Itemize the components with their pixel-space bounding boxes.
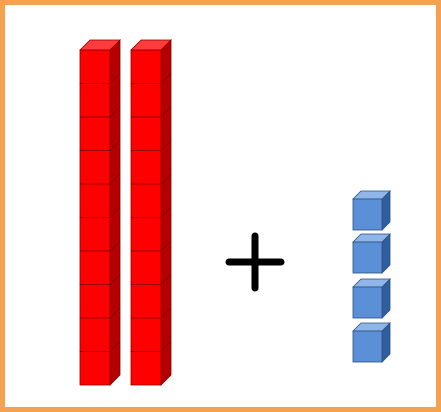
ten-rod-unit [80,84,110,118]
plus-icon [229,236,281,288]
ten-rod-unit [131,84,161,118]
ten-rod-unit [80,151,110,185]
ten-rod-unit [131,352,161,386]
ten-rod [131,40,171,385]
unit-cube-front [353,331,382,362]
ten-rod-unit [80,50,110,84]
ten-rod-unit [131,218,161,252]
ten-rod-unit [80,251,110,285]
ten-rod-unit [131,285,161,319]
ten-rod-unit [131,251,161,285]
ten-rod-unit [131,184,161,218]
unit-cube-front [353,242,382,273]
unit-cube [353,279,390,318]
ten-rod-unit [80,352,110,386]
unit-cube [353,234,390,273]
ten-rod-unit [80,117,110,151]
ten-rod-unit [131,50,161,84]
ten-rod-unit [80,184,110,218]
ten-rod-unit [131,151,161,185]
unit-cube-front [353,199,382,230]
ten-rod [80,40,120,385]
unit-cube [353,323,390,362]
unit-cube-front [353,287,382,318]
ten-rod-unit [131,117,161,151]
ten-rod-unit [80,285,110,319]
ten-rod-unit [131,318,161,352]
unit-cube [353,191,390,230]
ten-rod-unit [80,318,110,352]
ten-rod-unit [80,218,110,252]
